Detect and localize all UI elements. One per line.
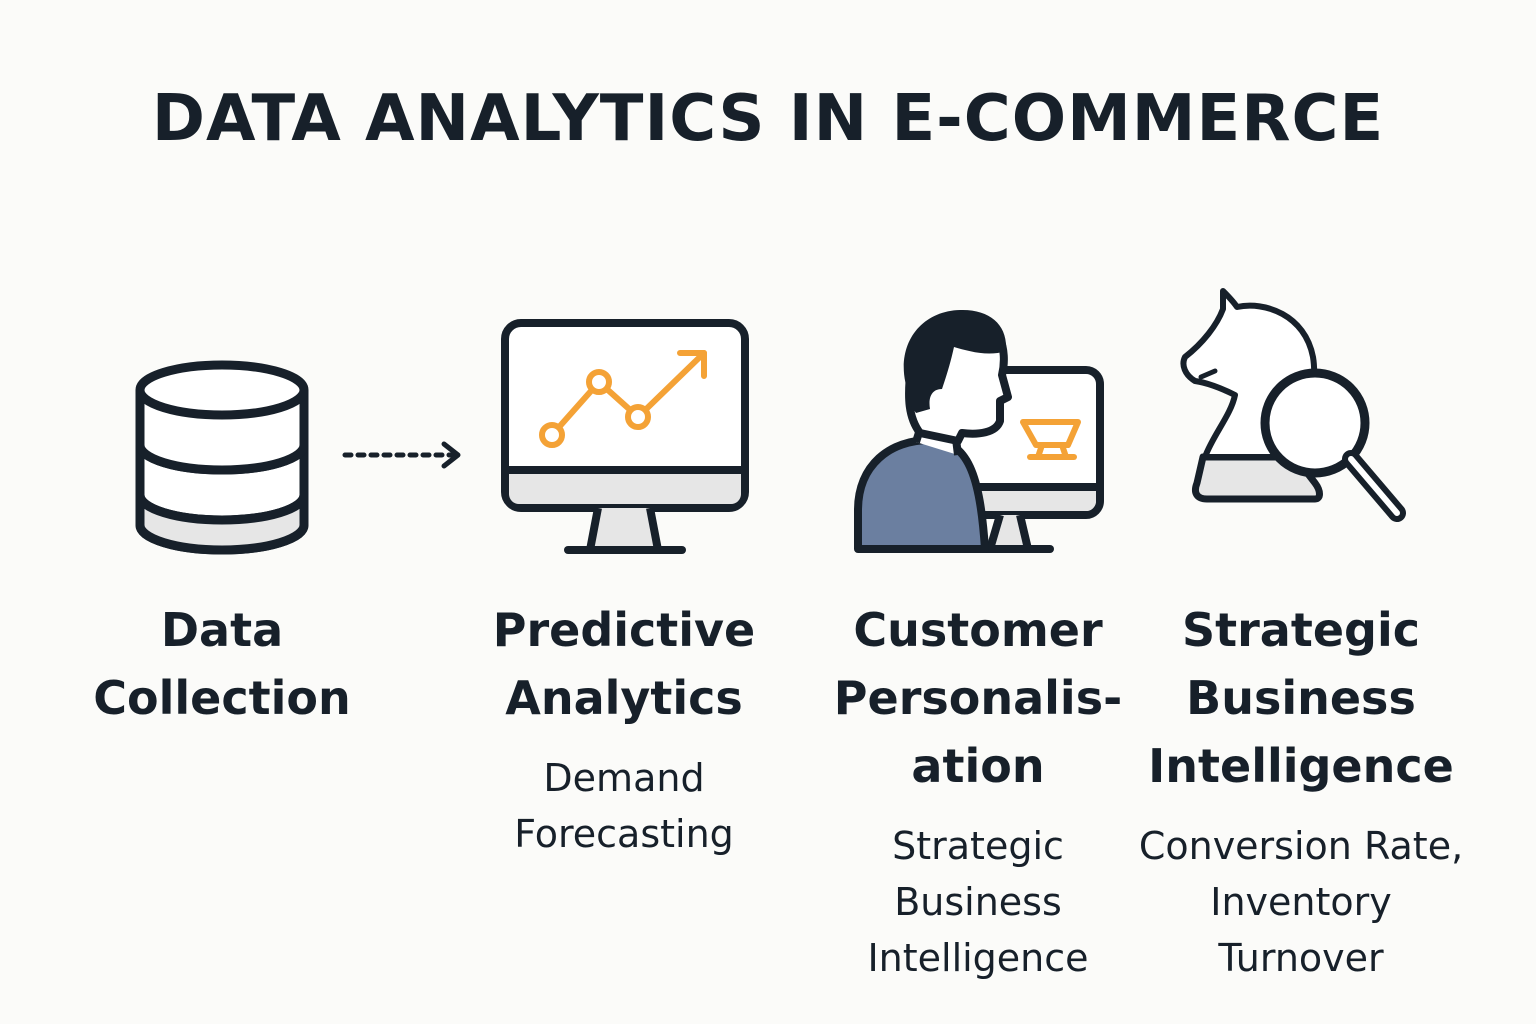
step-label-data-collection: Data Collection [93, 603, 351, 725]
monitor-line-chart-icon [501, 319, 749, 554]
person-at-computer-cart-icon [854, 309, 1104, 553]
step-label-strategic-business-intelligence: Strategic Business Intelligence [1148, 603, 1454, 793]
step-sub-customer-personalisation: Strategic Business Intelligence [867, 824, 1089, 980]
dotted-arrow-icon [342, 441, 461, 469]
step-label-predictive-analytics: Predictive Analytics [492, 603, 756, 725]
step-sub-predictive-analytics: Demand Forecasting [514, 756, 734, 856]
chess-knight-magnifier-icon [1180, 288, 1406, 522]
step-label-customer-personalisation: Customer Personalis- ation [833, 603, 1123, 793]
step-sub-strategic-business-intelligence: Conversion Rate, Inventory Turnover [1138, 824, 1464, 980]
database-icon [135, 360, 309, 555]
page-title: DATA ANALYTICS IN E-COMMERCE [151, 82, 1385, 156]
